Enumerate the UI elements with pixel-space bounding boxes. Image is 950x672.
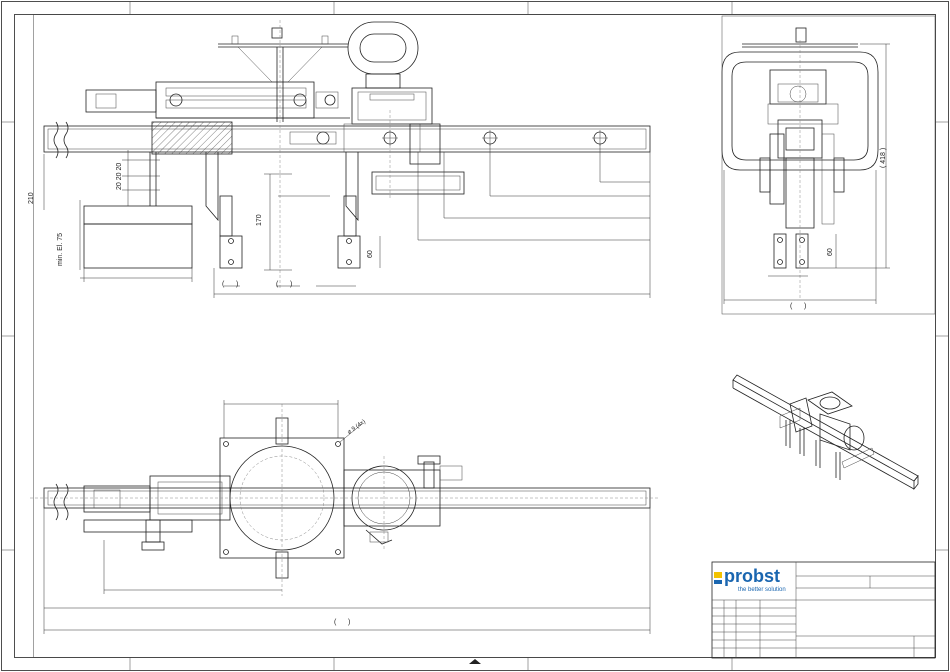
dim-210: 210 xyxy=(28,192,35,204)
logo-mark xyxy=(714,572,722,578)
brand-name: probst xyxy=(724,566,780,586)
dim-paren-b: ( ) xyxy=(276,281,292,288)
dim-min-el-75: min. El. 75 xyxy=(57,233,64,266)
dim-paren-side: ( ) xyxy=(790,303,806,310)
dim-60-front: 60 xyxy=(367,250,374,258)
dim-paren-plan: ( ) xyxy=(334,619,350,626)
dim-paren-a: ( ) xyxy=(222,281,238,288)
side-view xyxy=(722,16,935,314)
dim-20-20-20: 20 20 20 xyxy=(116,163,123,190)
dim-60-side: 60 xyxy=(827,248,834,256)
brand-logo: probst xyxy=(724,566,780,587)
front-view xyxy=(44,20,650,298)
dim-418: ( 418 ) xyxy=(880,148,887,168)
plan-view xyxy=(30,400,660,634)
isometric-view xyxy=(733,375,918,489)
brand-tagline: the better solution xyxy=(738,587,786,593)
dim-170: 170 xyxy=(256,214,263,226)
